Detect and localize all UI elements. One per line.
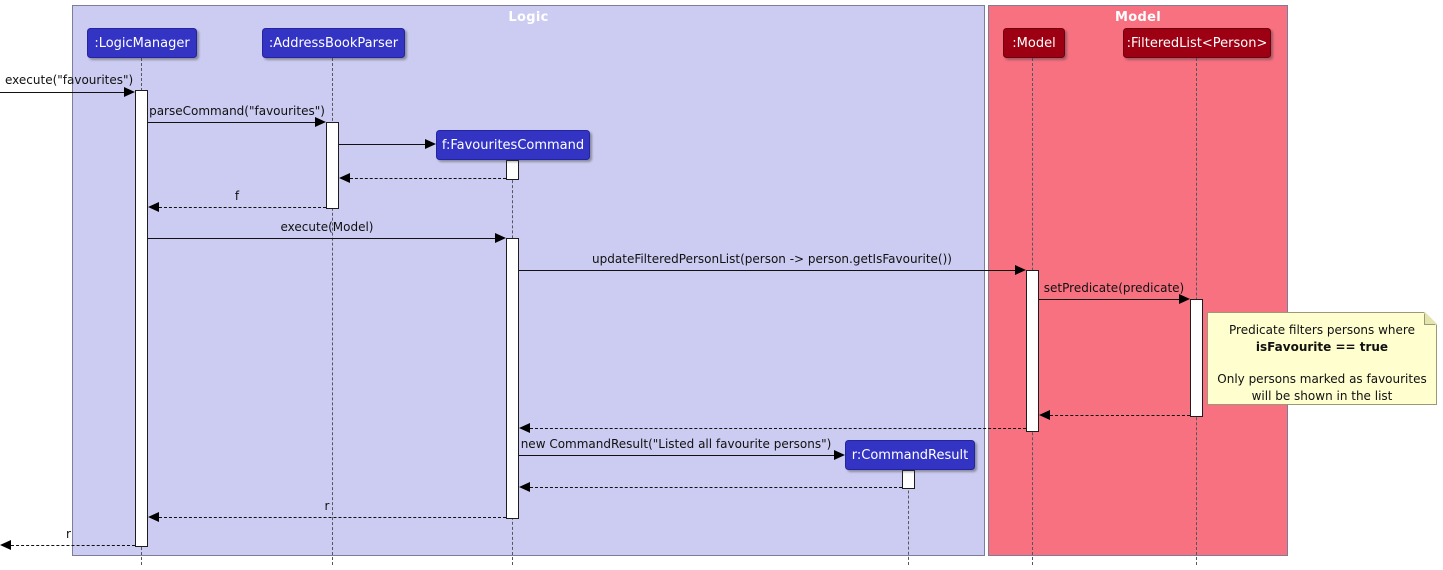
message-set-predicate-return [1050, 415, 1190, 416]
note-line-4: will be shown in the list [1251, 388, 1393, 403]
arrowhead [124, 87, 135, 97]
participant-address-book-parser: :AddressBookParser [262, 28, 405, 58]
message-parse-command [148, 122, 316, 123]
lifeline-address-book-parser [332, 58, 333, 565]
arrowhead [1039, 410, 1050, 420]
activation-favourites-command-create [506, 160, 519, 180]
message-label-new-command-result: new CommandResult("Listed all favourite … [520, 437, 832, 451]
note-line-1: Predicate filters persons where [1229, 323, 1415, 337]
arrowhead [148, 512, 159, 522]
arrowhead [339, 173, 350, 183]
arrowhead [1015, 265, 1026, 275]
arrowhead [519, 482, 530, 492]
message-set-predicate [1039, 299, 1179, 300]
participant-model: :Model [1003, 28, 1065, 58]
message-create-favourites-command [339, 144, 425, 145]
message-return-r-outer [11, 545, 135, 546]
activation-model [1026, 270, 1039, 432]
participant-filtered-list: :FilteredList<Person> [1123, 28, 1271, 58]
message-label-execute-model: execute(Model) [280, 220, 374, 234]
participant-logic-manager: :LogicManager [87, 28, 197, 58]
lifeline-command-result [908, 470, 909, 565]
activation-command-result [902, 470, 915, 489]
activation-address-book-parser [326, 122, 339, 209]
message-label-return-r: r [324, 499, 330, 513]
message-create-return [350, 178, 506, 179]
arrowhead [834, 450, 845, 460]
arrowhead [1179, 294, 1190, 304]
note-predicate-filters: Predicate filters persons where isFavour… [1207, 312, 1437, 405]
participant-command-result: r:CommandResult [845, 440, 975, 470]
message-label-return-r-outer: r [66, 527, 71, 541]
arrowhead [425, 139, 436, 149]
note-line-2: isFavourite == true [1255, 339, 1389, 354]
message-return-f [159, 207, 326, 208]
frame-model-title: Model [1115, 10, 1161, 25]
message-new-command-result [519, 455, 834, 456]
activation-logic-manager [135, 90, 148, 547]
message-update-filtered-person-list [519, 270, 1015, 271]
message-label-update-filtered-person-list: updateFilteredPersonList(person -> perso… [592, 252, 952, 266]
arrowhead [495, 233, 506, 243]
message-label-set-predicate: setPredicate(predicate) [1043, 281, 1185, 295]
message-label-parse-command: parseCommand("favourites") [149, 104, 325, 118]
message-execute-favourites [0, 92, 126, 93]
arrowhead [148, 202, 159, 212]
message-execute-model [148, 238, 495, 239]
frame-logic-title: Logic [508, 10, 549, 25]
message-update-filtered-return [530, 428, 1026, 429]
message-return-r [159, 517, 506, 518]
message-label-execute-favourites: execute("favourites") [5, 73, 134, 87]
message-label-return-f: f [234, 189, 240, 203]
note-line-3: Only persons marked as favourites [1217, 372, 1427, 386]
message-command-result-return [530, 487, 902, 488]
note-blank-line [1208, 355, 1436, 371]
participant-favourites-command: f:FavouritesCommand [436, 130, 590, 160]
frame-logic: Logic [72, 5, 985, 556]
arrowhead [315, 117, 326, 127]
arrowhead [0, 540, 11, 550]
arrowhead [519, 423, 530, 433]
activation-favourites-command [506, 238, 519, 519]
activation-filtered-list [1190, 299, 1203, 417]
